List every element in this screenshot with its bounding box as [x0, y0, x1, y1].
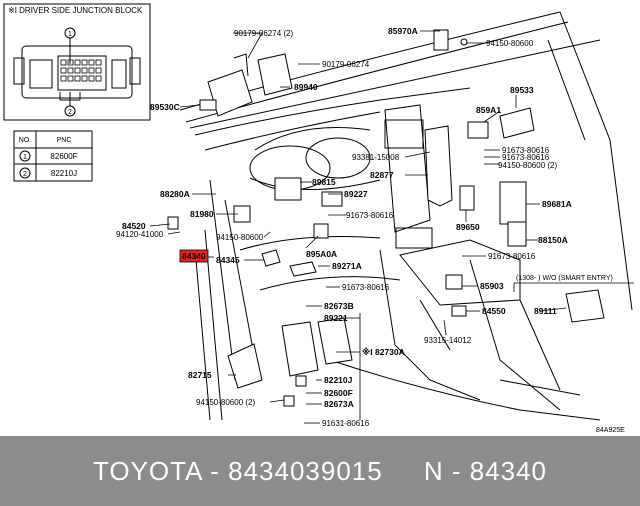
label-85903[interactable]: 85903: [480, 281, 504, 291]
label-wo-smart-entry: (1308- ) W/O (SMART ENTRY): [516, 275, 613, 282]
label-93381-15008[interactable]: 93381-15008: [352, 153, 400, 162]
label-91673-80616-d[interactable]: 91673-80616: [342, 283, 390, 292]
label-84550[interactable]: 84550: [482, 306, 506, 316]
dashboard-outline: [179, 11, 633, 421]
label-91631-80616[interactable]: 91631-80616: [322, 419, 370, 428]
label-94120-41000[interactable]: 94120-41000: [116, 230, 164, 239]
label-89533[interactable]: 89533: [510, 85, 534, 95]
table-row-2-no: 2: [23, 171, 27, 178]
table-row-2-pnc: 82210J: [51, 169, 77, 178]
exploded-parts-diagram: ※I DRIVER SIDE JUNCTION BLOCK: [3, 3, 634, 434]
label-94150-80600-mid[interactable]: 94150-80600: [216, 233, 264, 242]
table-row-1-pnc: 82600F: [50, 152, 77, 161]
label-94150-80600-2-bottom[interactable]: 94150-80600 (2): [196, 398, 255, 407]
inset-junction-block: ※I DRIVER SIDE JUNCTION BLOCK: [3, 3, 151, 121]
label-84520[interactable]: 84520: [122, 221, 146, 231]
label-89815[interactable]: 89815: [312, 177, 336, 187]
label-94150-80600-2-right[interactable]: 94150-80600 (2): [498, 161, 557, 170]
label-91673-80616-b[interactable]: 91673-80616: [502, 153, 550, 162]
label-91673-80616-c[interactable]: 91673-80616: [346, 211, 394, 220]
leader-lines: [149, 30, 634, 424]
label-90179-06274[interactable]: 90179-06274: [322, 60, 370, 69]
label-89650[interactable]: 89650: [456, 222, 480, 232]
highlighted-part-box: [179, 249, 209, 263]
label-82210j[interactable]: 82210J: [324, 375, 353, 385]
label-82730a[interactable]: ※I 82730A: [362, 347, 405, 357]
label-82877[interactable]: 82877: [370, 170, 394, 180]
label-91673-80616-e[interactable]: 91673-80616: [488, 252, 536, 261]
table-header-pnc: PNC: [57, 137, 72, 144]
label-82673b[interactable]: 82673B: [324, 301, 354, 311]
diagram-svg: ※I DRIVER SIDE JUNCTION BLOCK: [3, 3, 634, 434]
label-89221[interactable]: 89221: [324, 313, 348, 323]
table-header-no: NO.: [19, 137, 32, 144]
label-88150a[interactable]: 88150A: [538, 235, 568, 245]
label-82600f[interactable]: 82600F: [324, 388, 353, 398]
part-labels: 90179-06274 (2) 90179-06274 89940 89530C…: [116, 26, 625, 434]
pnc-table: NO. PNC 1 82600F 2 82210J: [13, 130, 93, 182]
label-82673a[interactable]: 82673A: [324, 399, 354, 409]
label-85970a[interactable]: 85970A: [388, 26, 418, 36]
label-94150-80600-top[interactable]: 94150-80600: [486, 39, 534, 48]
label-89227[interactable]: 89227: [344, 189, 368, 199]
label-82715[interactable]: 82715: [188, 370, 212, 380]
callout-2-label: 2: [68, 109, 72, 116]
label-89530c[interactable]: 89530C: [150, 102, 180, 112]
label-89271a[interactable]: 89271A: [332, 261, 362, 271]
part-number-footer: TOYOTA - 8434039015 N - 84340: [0, 436, 640, 506]
part-shapes: [167, 29, 605, 407]
footer-text: TOYOTA - 8434039015 N - 84340: [92, 455, 548, 486]
label-81980[interactable]: 81980: [190, 209, 214, 219]
label-90179-06274-2[interactable]: 90179-06274 (2): [234, 29, 293, 38]
label-895a0a[interactable]: 895A0A: [306, 249, 337, 259]
callout-1-label: 1: [68, 31, 72, 38]
label-91673-80616-a[interactable]: 91673-80616: [502, 146, 550, 155]
label-93315-14012[interactable]: 93315-14012: [424, 336, 472, 345]
table-row-1-no: 1: [23, 154, 27, 161]
label-88280a[interactable]: 88280A: [160, 189, 190, 199]
label-89940[interactable]: 89940: [294, 82, 318, 92]
label-84345[interactable]: 84345: [216, 255, 240, 265]
inset-title: ※I DRIVER SIDE JUNCTION BLOCK: [8, 6, 143, 15]
figure-code: 84A925E: [596, 427, 625, 434]
label-84340-highlighted[interactable]: 84340: [182, 251, 206, 261]
label-859a1[interactable]: 859A1: [476, 105, 501, 115]
label-89111[interactable]: 89111: [534, 306, 557, 316]
label-89681a[interactable]: 89681A: [542, 199, 572, 209]
